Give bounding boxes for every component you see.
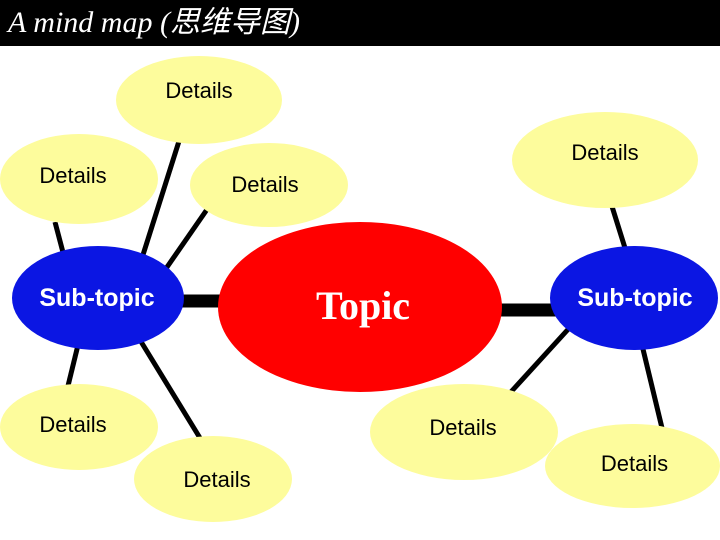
connector-left-details-e	[137, 338, 203, 440]
subtopic-label: Sub-topic	[577, 283, 693, 312]
subtopic-label: Sub-topic	[39, 283, 155, 312]
subtopic-node-left[interactable]: Sub-topic	[12, 246, 184, 350]
details-node[interactable]: Details	[0, 134, 158, 224]
connector-left-details-d	[64, 344, 81, 391]
details-node[interactable]: Details	[190, 143, 348, 227]
details-node[interactable]: Details	[370, 384, 558, 480]
details-label: Details	[39, 412, 107, 437]
details-label: Details	[571, 140, 639, 165]
connector-left-details-c	[162, 206, 211, 272]
details-node[interactable]: Details	[116, 56, 282, 144]
slide-title: A mind map (思维导图)	[8, 6, 300, 39]
details-label: Details	[39, 163, 107, 188]
details-label: Details	[183, 467, 251, 492]
connector-right-details-b	[508, 323, 574, 395]
details-node[interactable]: Details	[545, 424, 720, 508]
details-node[interactable]: Details	[134, 436, 292, 522]
details-node[interactable]: Details	[0, 384, 158, 470]
topic-label: Topic	[315, 282, 411, 328]
details-label: Details	[429, 415, 497, 440]
title-bar: A mind map (思维导图)	[0, 0, 720, 46]
details-label: Details	[231, 172, 299, 197]
connector-right-details-c	[639, 344, 665, 429]
connector-left-details-b	[139, 137, 183, 259]
details-label: Details	[600, 451, 669, 476]
details-node[interactable]: Details	[512, 112, 698, 208]
details-label: Details	[165, 78, 233, 103]
topic-node[interactable]: Topic	[218, 222, 502, 392]
connector-right-details-a	[607, 199, 628, 249]
subtopic-node-right[interactable]: Sub-topic	[550, 246, 718, 350]
